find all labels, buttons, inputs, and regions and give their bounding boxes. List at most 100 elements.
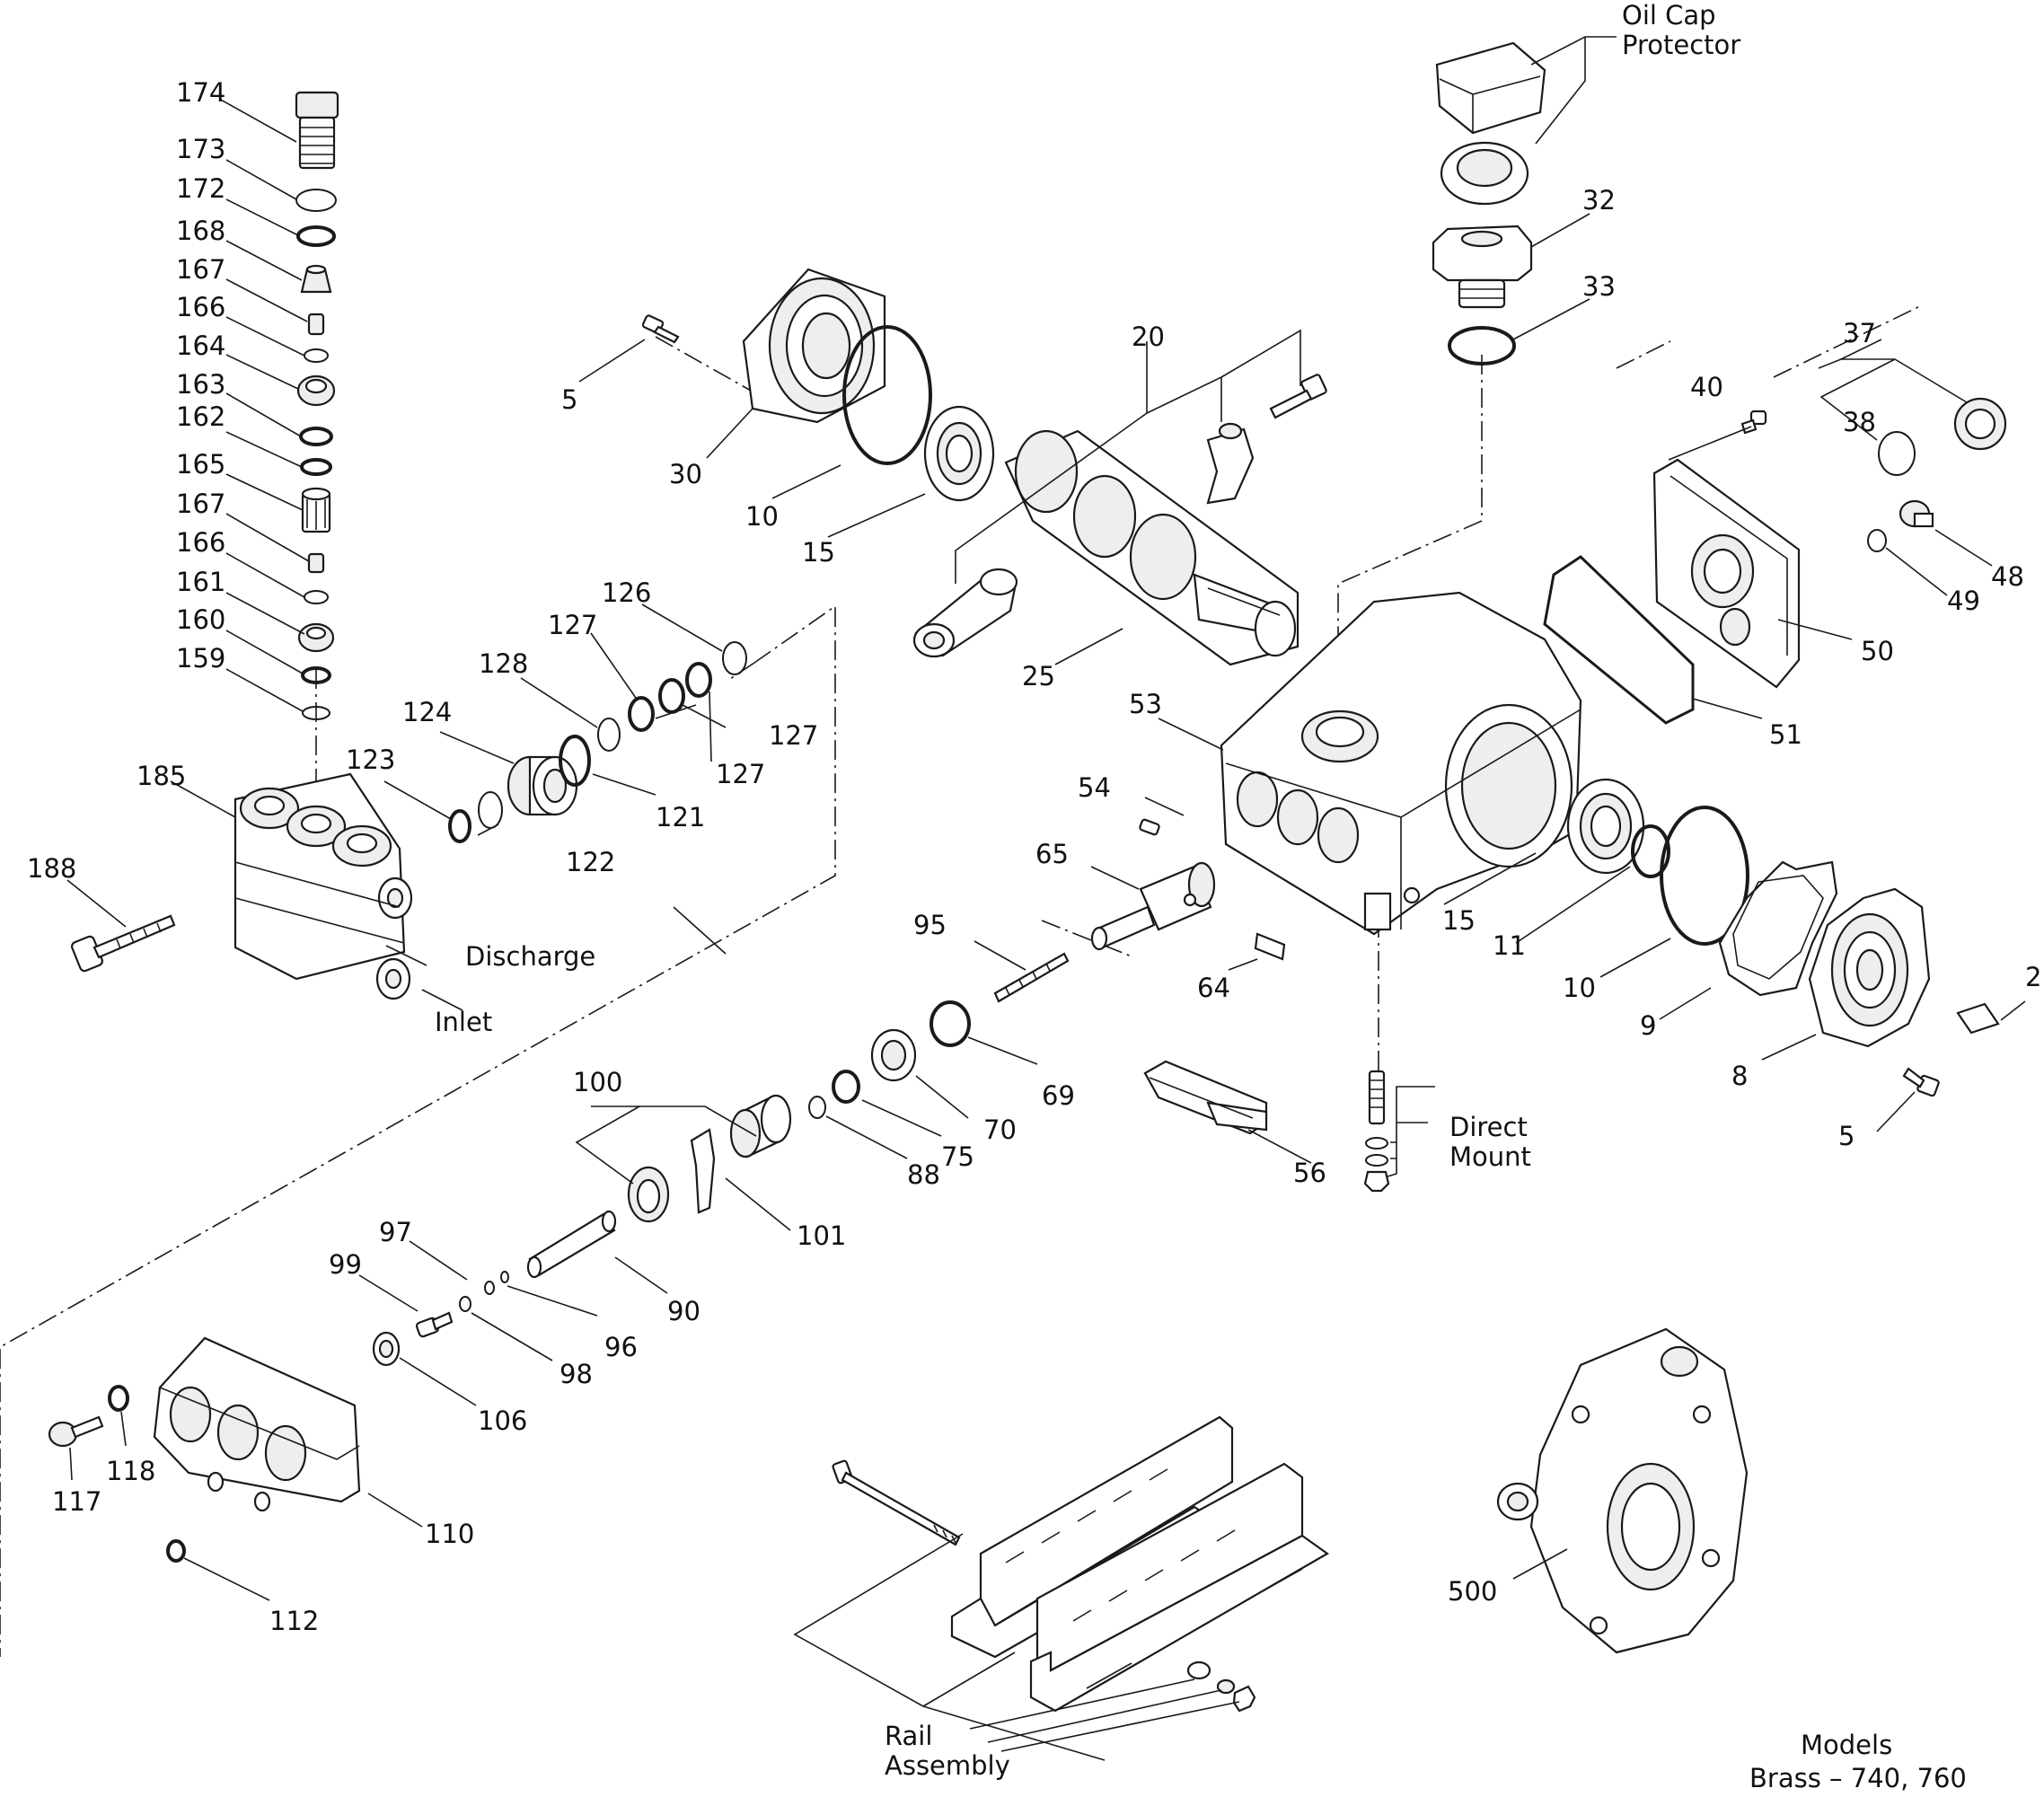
label-122: 122 (566, 847, 615, 877)
part-100-sleeve (729, 1094, 792, 1158)
label-127-b: 127 (769, 720, 818, 751)
part-25-crankshaft (1004, 429, 1300, 666)
part-118-oring (108, 1385, 129, 1412)
part-106-washer (372, 1331, 401, 1367)
part-127-seal-c (685, 662, 712, 698)
part-164-seat (296, 374, 336, 407)
part-number-labels: 174 173 172 168 167 166 164 163 162 165 … (27, 77, 2041, 1636)
part-15-bearing-right (1566, 778, 1645, 875)
discharge-label: Discharge (465, 941, 595, 972)
oil-cap-protector-label-line2: Protector (1622, 30, 1740, 60)
part-168-retainer (300, 264, 332, 294)
part-20-rod-bolt (1269, 374, 1327, 419)
oil-cap-ring (1440, 141, 1529, 206)
oil-cap-protector-label-line1: Oil Cap (1622, 0, 1716, 31)
part-5-screw-top (641, 314, 680, 344)
part-20-connecting-rod (912, 568, 1018, 658)
part-54-pin (1139, 818, 1160, 836)
label-100: 100 (573, 1067, 622, 1097)
part-64-pin (1254, 932, 1286, 961)
label-127-a: 127 (548, 610, 597, 640)
part-20-rod-cap (1206, 422, 1255, 505)
label-53: 53 (1129, 689, 1162, 719)
part-101-clip (690, 1128, 716, 1214)
label-123: 123 (346, 744, 395, 775)
part-90-sleeve-tube (526, 1210, 617, 1279)
part-112-oring (166, 1539, 186, 1563)
rail-assembly-label-line2: Assembly (885, 1750, 1010, 1781)
part-75-washer (832, 1070, 860, 1104)
label-165: 165 (176, 449, 225, 480)
part-53-crankcase (1220, 591, 1582, 936)
part-99-bolt (415, 1311, 454, 1338)
label-56: 56 (1293, 1158, 1326, 1188)
assembly-centerlines (0, 304, 1923, 1657)
label-37: 37 (1843, 318, 1876, 348)
label-9: 9 (1640, 1010, 1656, 1041)
direct-mount-label-line1: Direct (1449, 1112, 1528, 1142)
label-126: 126 (602, 577, 651, 608)
label-64: 64 (1197, 973, 1230, 1003)
part-51-gasket (1543, 555, 1695, 725)
part-50-rear-cover (1652, 458, 1801, 689)
label-160: 160 (176, 604, 225, 635)
label-173: 173 (176, 134, 225, 164)
label-15-right: 15 (1442, 905, 1476, 936)
label-11: 11 (1493, 930, 1526, 961)
part-160-seat (297, 622, 335, 653)
part-38-ring (1878, 431, 1916, 476)
label-30: 30 (669, 459, 702, 489)
valve-stack (295, 91, 339, 720)
part-88-ring (808, 1096, 826, 1119)
part-65-plunger (1090, 861, 1216, 951)
part-162-oring (300, 458, 332, 476)
part-37-plug (1953, 397, 2007, 451)
part-70-seal (870, 1028, 917, 1082)
seal-stack (448, 641, 747, 843)
part-48-plug (1899, 499, 1934, 528)
label-70: 70 (983, 1114, 1017, 1145)
label-172: 172 (176, 173, 225, 204)
label-185: 185 (137, 761, 186, 791)
label-117: 117 (52, 1486, 101, 1517)
label-40: 40 (1690, 372, 1723, 402)
label-188: 188 (27, 853, 76, 884)
leader-lines (66, 36, 2026, 1761)
part-98-ring (459, 1296, 471, 1312)
part-166-valve (304, 348, 329, 363)
part-2-key (1956, 1002, 2000, 1035)
part-100-retainer (627, 1166, 670, 1223)
part-110-head (153, 1336, 361, 1512)
part-69-ring (929, 1000, 971, 1047)
callout-labels: Oil Cap Protector Discharge Inlet Direct… (435, 0, 1967, 1793)
rail-assembly-label-line1: Rail (885, 1721, 932, 1751)
label-124: 124 (402, 697, 452, 727)
part-56-foot (1143, 1060, 1268, 1135)
models-brass: Brass – 740, 760 (1749, 1763, 1967, 1793)
label-49: 49 (1947, 586, 1980, 616)
label-127-c: 127 (716, 759, 765, 789)
part-121-oring (559, 735, 591, 787)
label-174: 174 (176, 77, 225, 108)
part-172-oring (296, 225, 336, 247)
part-10-oring-top (842, 325, 932, 465)
part-122-ring (478, 791, 503, 829)
label-75: 75 (941, 1141, 974, 1172)
part-117-bolt (48, 1415, 104, 1448)
part-97-ring (500, 1271, 509, 1283)
label-159: 159 (176, 643, 225, 674)
label-121: 121 (656, 802, 705, 832)
part-32-oil-cap (1432, 225, 1533, 309)
part-96-ring (484, 1281, 495, 1295)
part-11-seal (1631, 824, 1670, 878)
rail-bolt (832, 1459, 961, 1546)
part-33-oring (1448, 326, 1516, 366)
direct-mount-label-line2: Mount (1449, 1141, 1531, 1172)
part-167-spring (307, 313, 325, 336)
label-162: 162 (176, 401, 225, 432)
direct-mount-hardware (1363, 1070, 1390, 1193)
label-101: 101 (797, 1220, 846, 1251)
part-161-valve (304, 590, 329, 604)
label-168: 168 (176, 216, 225, 246)
